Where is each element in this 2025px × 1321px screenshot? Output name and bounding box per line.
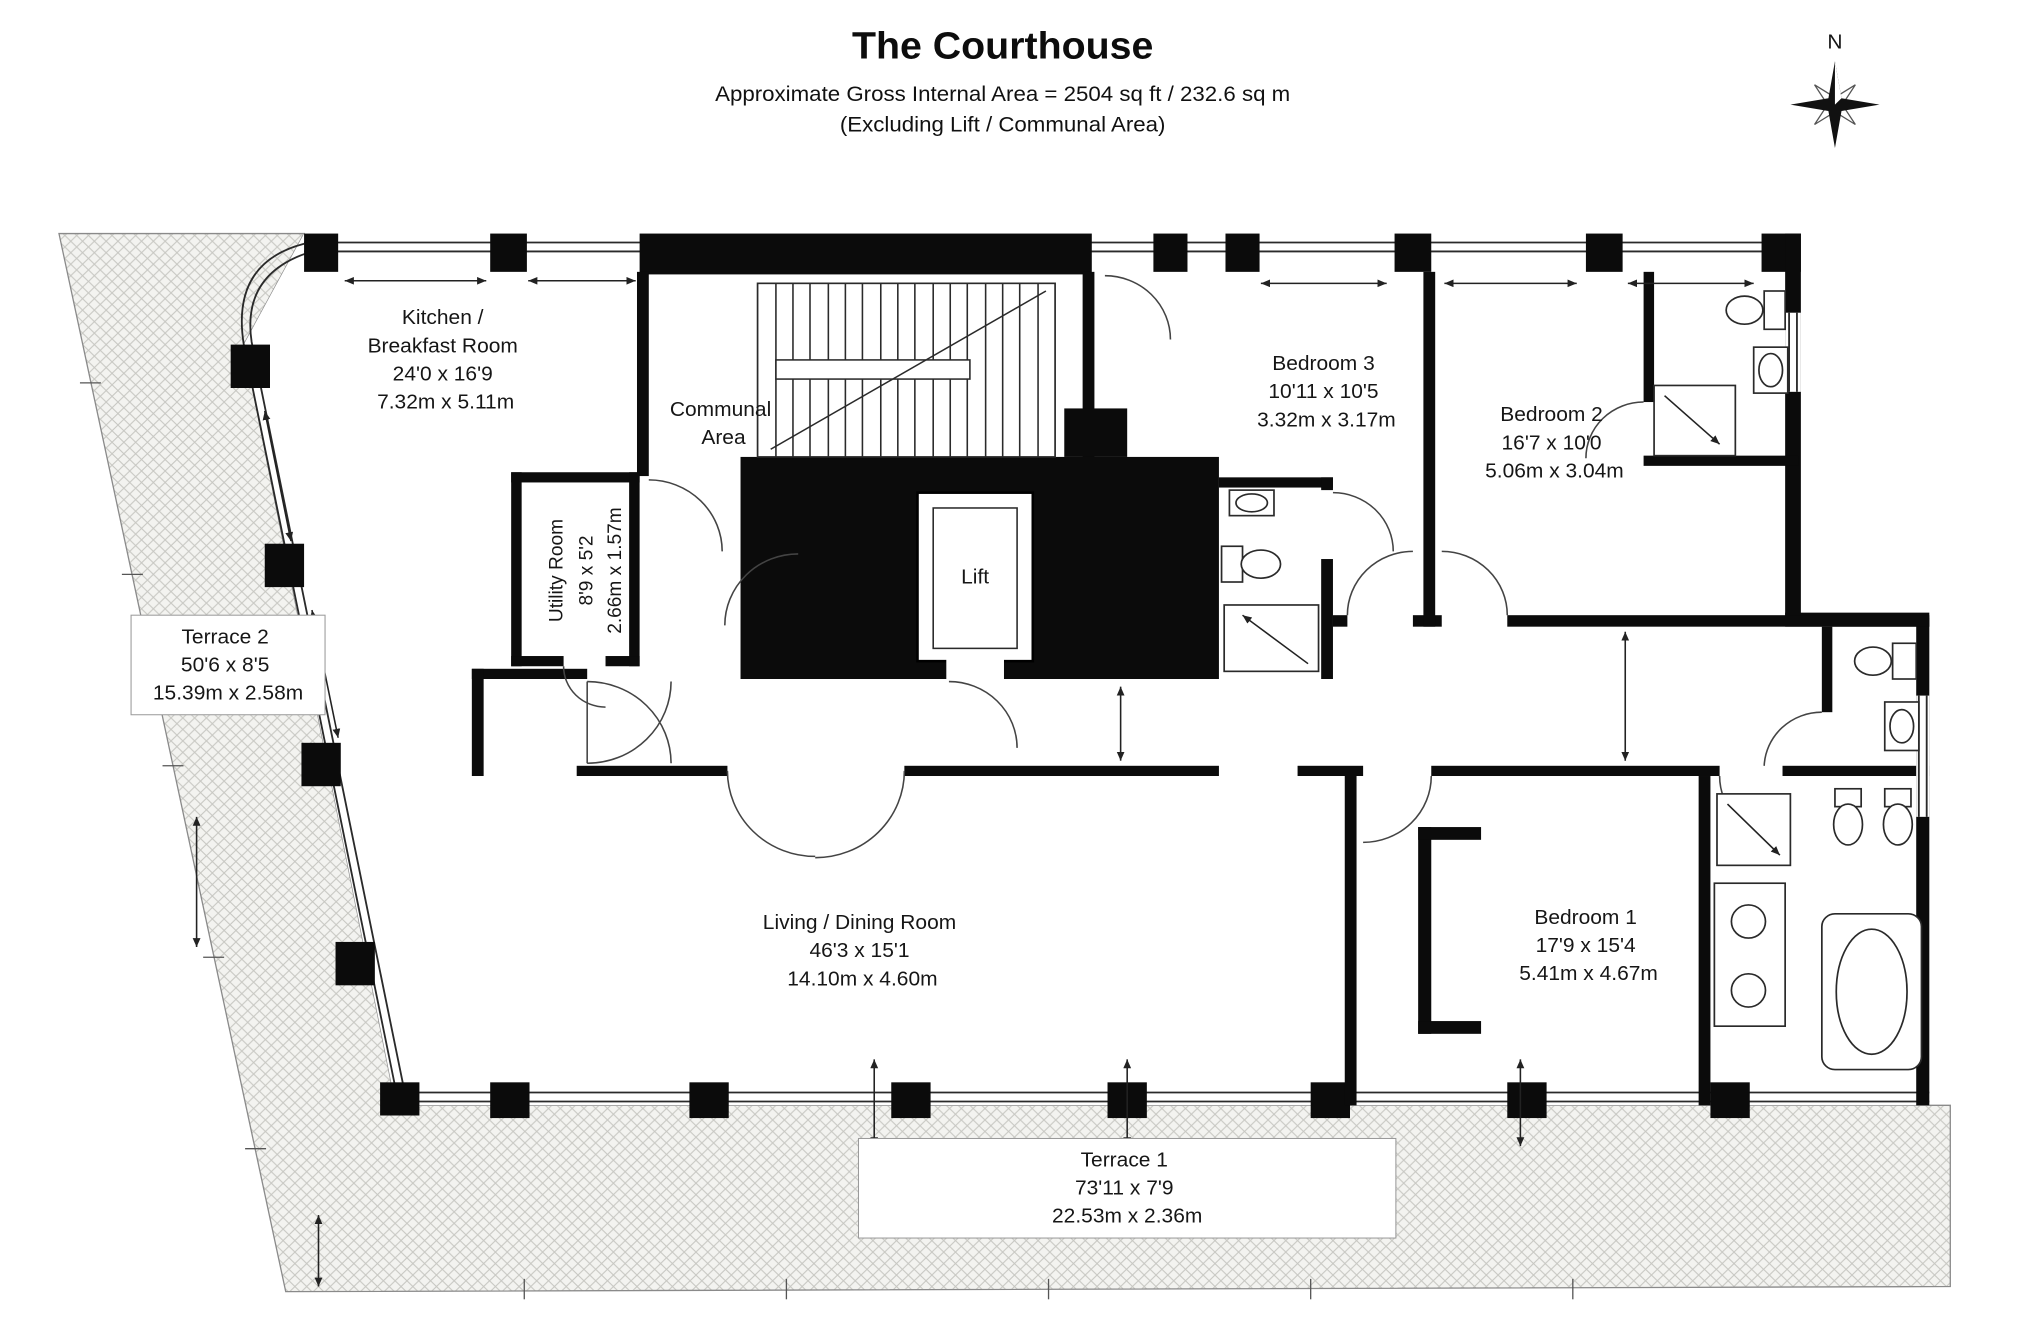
sink <box>1228 489 1275 517</box>
sink <box>1883 701 1920 752</box>
toilet <box>1725 290 1786 331</box>
staircase <box>756 282 1056 458</box>
shower <box>1716 793 1792 867</box>
living-room-double-door <box>726 770 816 858</box>
page-title: The Courthouse <box>852 25 1153 67</box>
kitchen-double-door <box>587 680 672 764</box>
vanity-basins <box>1713 882 1786 1027</box>
lift: Lift <box>916 491 1035 682</box>
bedroom3-terrace-door <box>1104 274 1172 340</box>
bathtub <box>1820 913 1923 1071</box>
kitchen-label: Kitchen / Breakfast Room 24'0 x 16'9 7.3… <box>368 306 524 413</box>
bedroom2-label: Bedroom 2 16'7 x 10'0 5.06m x 3.04m <box>1485 403 1624 482</box>
page-note: (Excluding Lift / Communal Area) <box>840 112 1166 137</box>
compass-main-star <box>1790 61 1880 149</box>
bedroom1-label: Bedroom 1 17'9 x 15'4 5.41m x 4.67m <box>1519 906 1658 985</box>
toilet <box>1832 787 1864 846</box>
compass-north-label: N <box>1827 31 1842 54</box>
terrace1-label-box <box>857 1137 1397 1239</box>
bedroom3-label: Bedroom 3 10'11 x 10'5 3.32m x 3.17m <box>1257 352 1396 431</box>
bedroom3-door <box>1346 550 1413 616</box>
shower <box>1223 604 1320 673</box>
bathroom-fixtures <box>1220 290 1923 1071</box>
terrace2-label: Terrace 2 50'6 x 8'5 15.39m x 2.58m <box>153 626 303 705</box>
lift-door-arc <box>948 680 1018 748</box>
communal-door <box>648 479 723 552</box>
wc-door <box>1763 711 1822 766</box>
lift-label: Lift <box>961 566 989 589</box>
stair-handrail <box>775 359 971 380</box>
utility-room-name: Utility Room <box>545 519 567 622</box>
compass-highlight <box>1834 61 1842 105</box>
bedroom1-door <box>1363 776 1433 844</box>
bedroom3-bathroom-door <box>1332 491 1395 552</box>
shower <box>1653 384 1737 457</box>
terrace2-label-box <box>130 614 326 716</box>
bidet <box>1882 787 1914 846</box>
toilet <box>1220 545 1282 583</box>
toilet <box>1853 642 1918 680</box>
living-room-label: Living / Dining Room 46'3 x 15'1 14.10m … <box>763 911 962 990</box>
utility-room-size-ft: 8'9 x 5'2 <box>575 535 597 605</box>
page-subtitle: Approximate Gross Internal Area = 2504 s… <box>715 81 1290 106</box>
room-labels: Kitchen / Breakfast Room 24'0 x 16'9 7.3… <box>130 306 1658 1239</box>
communal-area-label: Communal Area <box>670 398 777 449</box>
boundary-ticks <box>79 382 1574 1300</box>
wardrobe <box>1418 827 1482 1034</box>
bedroom2-door <box>1441 550 1509 616</box>
right-wall-windows <box>1785 312 1930 817</box>
terrace1-label: Terrace 1 73'11 x 7'9 22.53m x 2.36m <box>1052 1149 1202 1228</box>
terrace-hatched-region <box>58 232 1951 1293</box>
sink <box>1752 346 1789 394</box>
compass-rose: N <box>1790 31 1880 149</box>
terrace-areas <box>58 232 1951 1300</box>
utility-door <box>562 666 606 708</box>
lift-door-gap <box>946 656 1004 682</box>
ensuite-door <box>1585 401 1644 459</box>
utility-room-size-m: 2.66m x 1.57m <box>604 507 626 634</box>
header: The Courthouse Approximate Gross Interna… <box>715 25 1290 136</box>
